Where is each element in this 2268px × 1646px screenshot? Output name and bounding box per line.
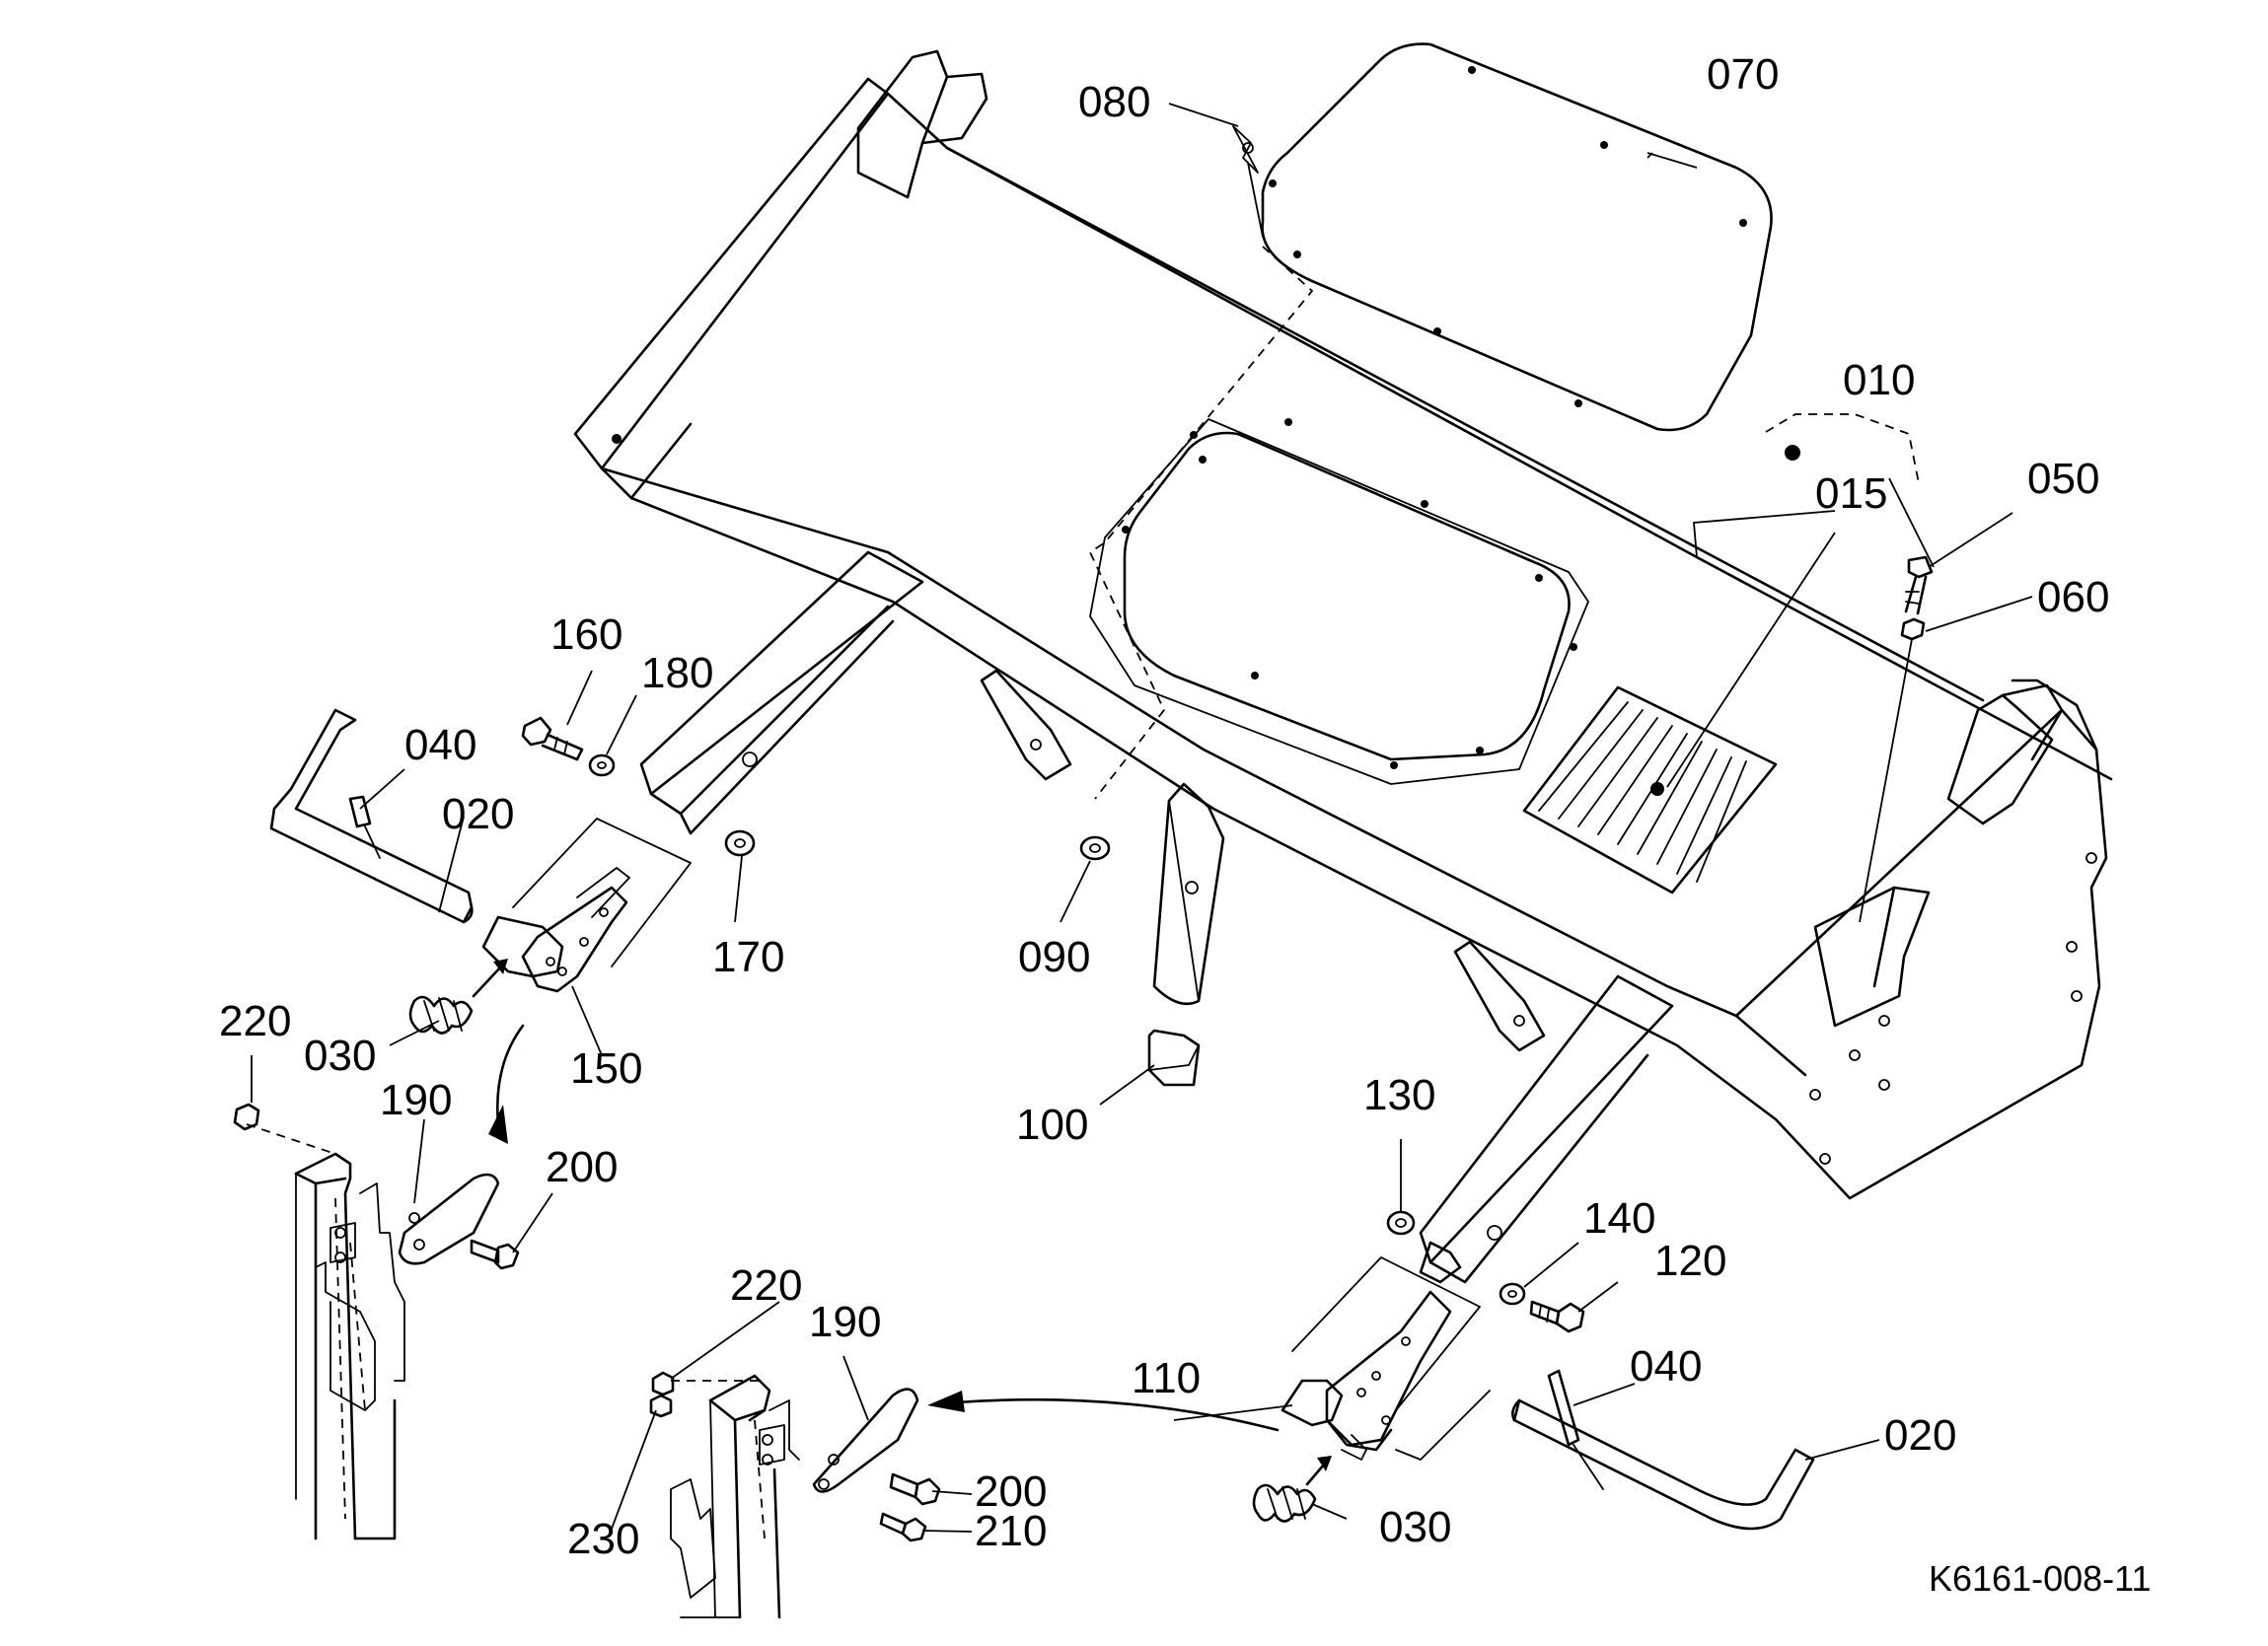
arrow-head-left bbox=[493, 959, 508, 974]
install-arrow-left bbox=[496, 1024, 525, 1126]
callout-030-right: 030 bbox=[1379, 1503, 1451, 1551]
callout-040-left: 040 bbox=[404, 721, 476, 769]
callout-100: 100 bbox=[1016, 1101, 1088, 1149]
install-arrow-right bbox=[955, 1397, 1280, 1432]
callout-190-left: 190 bbox=[380, 1076, 452, 1124]
clip-080 bbox=[1232, 125, 1264, 238]
callout-050: 050 bbox=[2027, 455, 2099, 503]
bolt-160 bbox=[521, 716, 584, 761]
post-frame-right bbox=[670, 1374, 800, 1619]
callout-120: 120 bbox=[1654, 1237, 1726, 1285]
nut-220-left bbox=[233, 1103, 260, 1131]
callout-200-right: 200 bbox=[975, 1467, 1047, 1516]
callout-020-left: 020 bbox=[442, 790, 514, 838]
nut-230 bbox=[649, 1394, 673, 1418]
nut-170 bbox=[724, 829, 756, 857]
bolt-200-right bbox=[889, 1472, 941, 1506]
assembly-bracket-010 bbox=[1765, 413, 1920, 484]
callout-140: 140 bbox=[1583, 1194, 1655, 1243]
spring-arrow-left bbox=[472, 965, 503, 998]
nut-220-right bbox=[651, 1371, 675, 1396]
callout-150: 150 bbox=[570, 1044, 642, 1093]
callout-220-left: 220 bbox=[219, 997, 291, 1045]
rod-020-left bbox=[269, 708, 474, 924]
callout-060: 060 bbox=[2037, 573, 2109, 621]
callout-030-left: 030 bbox=[304, 1032, 376, 1080]
bolt-210 bbox=[879, 1512, 927, 1542]
floor-frame bbox=[573, 49, 2113, 1284]
dashed-guide-080-090 bbox=[1088, 246, 1314, 800]
callout-010: 010 bbox=[1843, 356, 1915, 404]
bolt-120 bbox=[1529, 1300, 1585, 1333]
callout-160: 160 bbox=[550, 610, 622, 659]
bolt-200-left bbox=[470, 1239, 520, 1270]
callout-230: 230 bbox=[567, 1515, 639, 1563]
drawing-code: K6161-008-11 bbox=[1929, 1558, 2152, 1599]
bolt-axis-050 bbox=[1859, 638, 1913, 923]
latch-150 bbox=[481, 867, 630, 993]
rod-guide-right bbox=[1395, 1390, 1491, 1461]
callout-labels: 070 080 010 015 050 060 160 180 040 020 … bbox=[219, 50, 2152, 1599]
rod-020-right bbox=[1511, 1398, 1815, 1531]
callout-170: 170 bbox=[712, 933, 784, 981]
install-arrow-head-left bbox=[488, 1105, 508, 1144]
nut-060 bbox=[1900, 617, 1926, 641]
callout-080: 080 bbox=[1078, 78, 1150, 126]
callout-180: 180 bbox=[641, 649, 713, 697]
leader-lines bbox=[251, 103, 2033, 1533]
callout-190-right: 190 bbox=[809, 1298, 881, 1346]
install-arrow-head-right bbox=[927, 1391, 965, 1412]
pin-040-left bbox=[348, 795, 381, 859]
callout-015: 015 bbox=[1815, 469, 1887, 518]
top-cover-070 bbox=[1261, 42, 1773, 432]
pedal-100 bbox=[1147, 782, 1225, 1087]
pin-040-right bbox=[1547, 1369, 1604, 1490]
latch-110 bbox=[1280, 1290, 1452, 1461]
callout-070: 070 bbox=[1707, 50, 1779, 99]
callout-210: 210 bbox=[975, 1507, 1047, 1555]
pivot-stub-right bbox=[1419, 1241, 1462, 1284]
bracket-outline-right bbox=[1291, 1256, 1481, 1411]
callout-090: 090 bbox=[1018, 933, 1090, 981]
spring-030-left bbox=[408, 995, 474, 1035]
grommet-090 bbox=[1079, 835, 1111, 861]
callout-110: 110 bbox=[1132, 1354, 1201, 1402]
label-plate-015 bbox=[1522, 685, 1778, 895]
callout-200-left: 200 bbox=[546, 1143, 618, 1191]
nut-130 bbox=[1386, 1210, 1416, 1236]
post-frame-left bbox=[246, 1123, 405, 1540]
bracket-outline-left bbox=[512, 818, 692, 967]
washer-140 bbox=[1499, 1282, 1526, 1306]
plate-190-right bbox=[812, 1388, 919, 1493]
spring-arrow-right bbox=[1305, 1463, 1326, 1486]
callout-130: 130 bbox=[1363, 1071, 1435, 1119]
arrow-head-right bbox=[1317, 1456, 1332, 1471]
callout-220-right: 220 bbox=[730, 1261, 802, 1310]
callout-020-right: 020 bbox=[1884, 1411, 1956, 1460]
washer-180 bbox=[588, 753, 616, 777]
floor-opening bbox=[1089, 418, 1589, 785]
plate-190-left bbox=[398, 1173, 500, 1265]
bolt-050 bbox=[1904, 555, 1934, 615]
spring-030-right bbox=[1252, 1483, 1317, 1523]
callout-040-right: 040 bbox=[1630, 1342, 1702, 1391]
